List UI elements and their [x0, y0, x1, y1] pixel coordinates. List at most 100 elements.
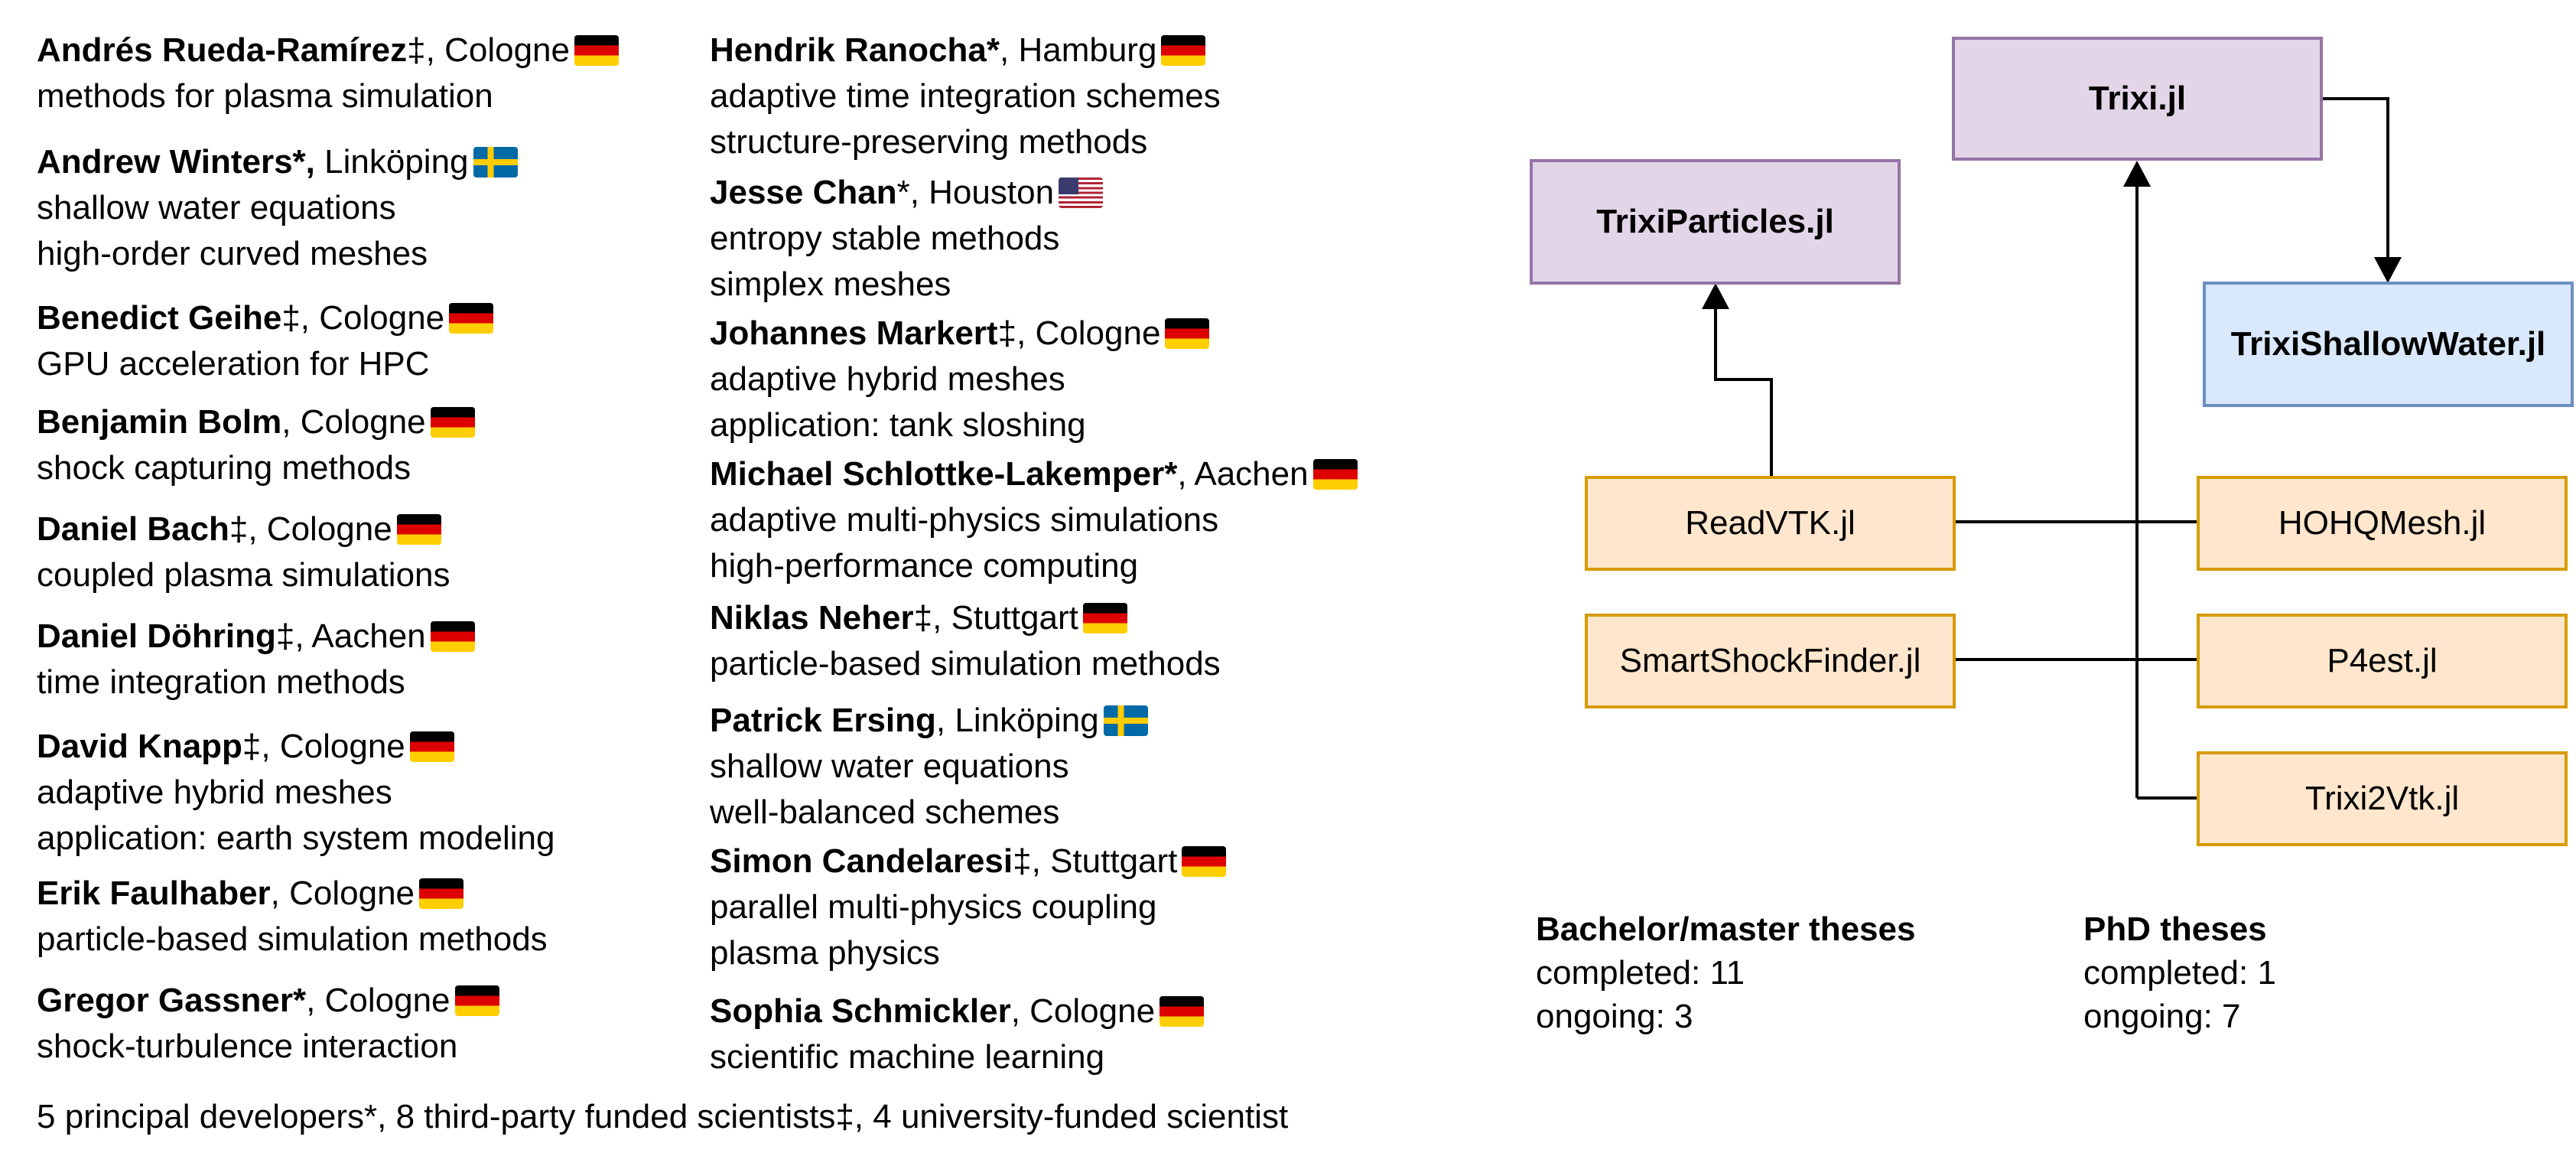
bachelor-theses-stats: Bachelor/master theses completed: 11 ong… — [1536, 907, 1915, 1038]
person-entry: Hendrik Ranocha*, Hamburg adaptive time … — [710, 28, 1221, 165]
p4est-box: P4est.jl — [2197, 614, 2568, 708]
person-city: , Houston — [909, 174, 1055, 211]
person-name: Michael Schlottke-Lakemper — [710, 455, 1165, 493]
germany-flag-icon — [1165, 318, 1210, 349]
smartshockfinder-box: SmartShockFinder.jl — [1585, 614, 1956, 708]
person-entry: Benedict Geihe‡, Cologne GPU acceleratio… — [37, 295, 494, 387]
person-topic: structure-preserving methods — [710, 123, 1148, 161]
person-name: Simon Candelaresi — [710, 842, 1013, 880]
person-entry: Erik Faulhaber, Cologne particle-based s… — [37, 871, 548, 962]
person-topic: shock capturing methods — [37, 449, 411, 487]
trixi-label: Trixi.jl — [2088, 80, 2187, 117]
person-name: Daniel Döhring — [37, 617, 276, 655]
person-mark: ‡ — [229, 510, 249, 548]
person-name: Gregor Gassner — [37, 982, 294, 1019]
person-topic: scientific machine learning — [710, 1038, 1105, 1076]
person-topic: plasma physics — [710, 934, 940, 972]
trixishallowwater-label: TrixiShallowWater.jl — [2230, 325, 2546, 363]
person-topic: application: earth system modeling — [37, 819, 555, 857]
person-topic: particle-based simulation methods — [710, 645, 1221, 682]
person-name: Jesse Chan — [710, 174, 897, 211]
person-topic: well-balanced schemes — [710, 793, 1060, 831]
p4est-label: P4est.jl — [2327, 642, 2438, 679]
person-city: , Cologne — [248, 510, 392, 548]
person-mark: ‡ — [997, 314, 1017, 352]
person-entry: Daniel Bach‡, Cologne coupled plasma sim… — [37, 506, 450, 598]
hohqmesh-label: HOHQMesh.jl — [2278, 504, 2487, 542]
person-entry: Andrés Rueda-Ramírez‡, Cologne methods f… — [37, 28, 619, 119]
readvtk-box: ReadVTK.jl — [1585, 476, 1956, 571]
person-mark: ‡ — [407, 31, 426, 69]
germany-flag-icon — [409, 731, 454, 762]
person-mark: ‡ — [1013, 842, 1032, 880]
germany-flag-icon — [419, 878, 464, 909]
person-topic: shallow water equations — [710, 747, 1069, 785]
germany-flag-icon — [1182, 846, 1227, 877]
smartshockfinder-label: SmartShockFinder.jl — [1619, 642, 1921, 679]
phd-theses-stats: PhD theses completed: 1 ongoing: 7 — [2083, 907, 2276, 1038]
developer-footnote: 5 principal developers*, 8 third-party f… — [37, 1098, 1289, 1135]
person-topic: shallow water equations — [37, 189, 396, 226]
hohqmesh-box: HOHQMesh.jl — [2197, 476, 2568, 571]
person-topic: methods for plasma simulation — [37, 77, 493, 115]
phd-theses-ongoing: ongoing: 7 — [2083, 998, 2241, 1035]
germany-flag-icon — [449, 303, 494, 334]
usa-flag-icon — [1059, 178, 1104, 208]
person-mark: * — [986, 31, 1000, 69]
person-name: Sophia Schmickler — [710, 992, 1011, 1030]
trixishallowwater-box: TrixiShallowWater.jl — [2203, 282, 2574, 407]
person-city: , Cologne — [1010, 992, 1156, 1030]
person-mark: ‡ — [242, 728, 262, 765]
person-topic: GPU acceleration for HPC — [37, 345, 430, 383]
phd-theses-title: PhD theses — [2083, 910, 2267, 948]
germany-flag-icon — [1161, 35, 1206, 66]
arrowhead-trixiparticles — [1702, 283, 1729, 309]
sweden-flag-icon — [1103, 705, 1148, 736]
person-name: Daniel Bach — [37, 510, 229, 548]
person-mark: * — [896, 174, 910, 211]
germany-flag-icon — [454, 985, 499, 1016]
bachelor-theses-completed: completed: 11 — [1536, 954, 1745, 992]
germany-flag-icon — [430, 407, 475, 438]
person-topic: entropy stable methods — [710, 220, 1060, 257]
person-entry: David Knapp‡, Cologne adaptive hybrid me… — [37, 724, 555, 861]
person-topic: application: tank sloshing — [710, 406, 1086, 444]
person-entry: Johannes Markert‡, Cologne adaptive hybr… — [710, 311, 1210, 448]
person-mark: ‡ — [913, 599, 933, 637]
arrowhead-shallowwater — [2374, 257, 2402, 283]
person-mark: ‡ — [281, 299, 301, 337]
person-name: Erik Faulhaber — [37, 874, 271, 912]
bachelor-theses-ongoing: ongoing: 3 — [1536, 998, 1693, 1035]
person-city: , Linköping — [935, 702, 1099, 739]
person-topic: coupled plasma simulations — [37, 556, 450, 594]
germany-flag-icon — [574, 35, 619, 66]
person-entry: Simon Candelaresi‡, Stuttgart parallel m… — [710, 839, 1227, 976]
sweden-flag-icon — [473, 147, 518, 178]
person-entry: Benjamin Bolm, Cologne shock capturing m… — [37, 399, 475, 491]
person-name: Niklas Neher — [710, 599, 914, 637]
person-mark: * — [293, 982, 307, 1019]
person-name: Hendrik Ranocha — [710, 31, 987, 69]
person-topic: particle-based simulation methods — [37, 920, 548, 958]
person-mark: *, — [292, 143, 315, 181]
trixi-box: Trixi.jl — [1952, 37, 2323, 161]
connector-trixi-to-shallowwater — [2321, 97, 2389, 268]
phd-theses-completed: completed: 1 — [2083, 954, 2276, 992]
connector-readvtk-to-trixiparticles — [1714, 300, 1773, 476]
trixiparticles-box: TrixiParticles.jl — [1530, 159, 1901, 285]
person-city: , Stuttgart — [1031, 842, 1178, 880]
person-topic: shock-turbulence interaction — [37, 1028, 458, 1065]
person-city: , Aachen — [294, 617, 426, 655]
person-name: Benedict Geihe — [37, 299, 282, 337]
person-entry: Michael Schlottke-Lakemper*, Aachen adap… — [710, 451, 1358, 589]
person-entry: Gregor Gassner*, Cologne shock-turbulenc… — [37, 978, 499, 1070]
person-entry: Niklas Neher‡, Stuttgart particle-based … — [710, 595, 1221, 687]
trixiparticles-label: TrixiParticles.jl — [1596, 203, 1834, 240]
person-city: , Cologne — [261, 728, 405, 765]
person-entry: Sophia Schmickler, Cologne scientific ma… — [710, 988, 1205, 1080]
germany-flag-icon — [430, 621, 475, 652]
person-topic: simplex meshes — [710, 265, 951, 303]
bachelor-theses-title: Bachelor/master theses — [1536, 910, 1916, 948]
person-entry: Daniel Döhring‡, Aachen time integration… — [37, 614, 475, 705]
